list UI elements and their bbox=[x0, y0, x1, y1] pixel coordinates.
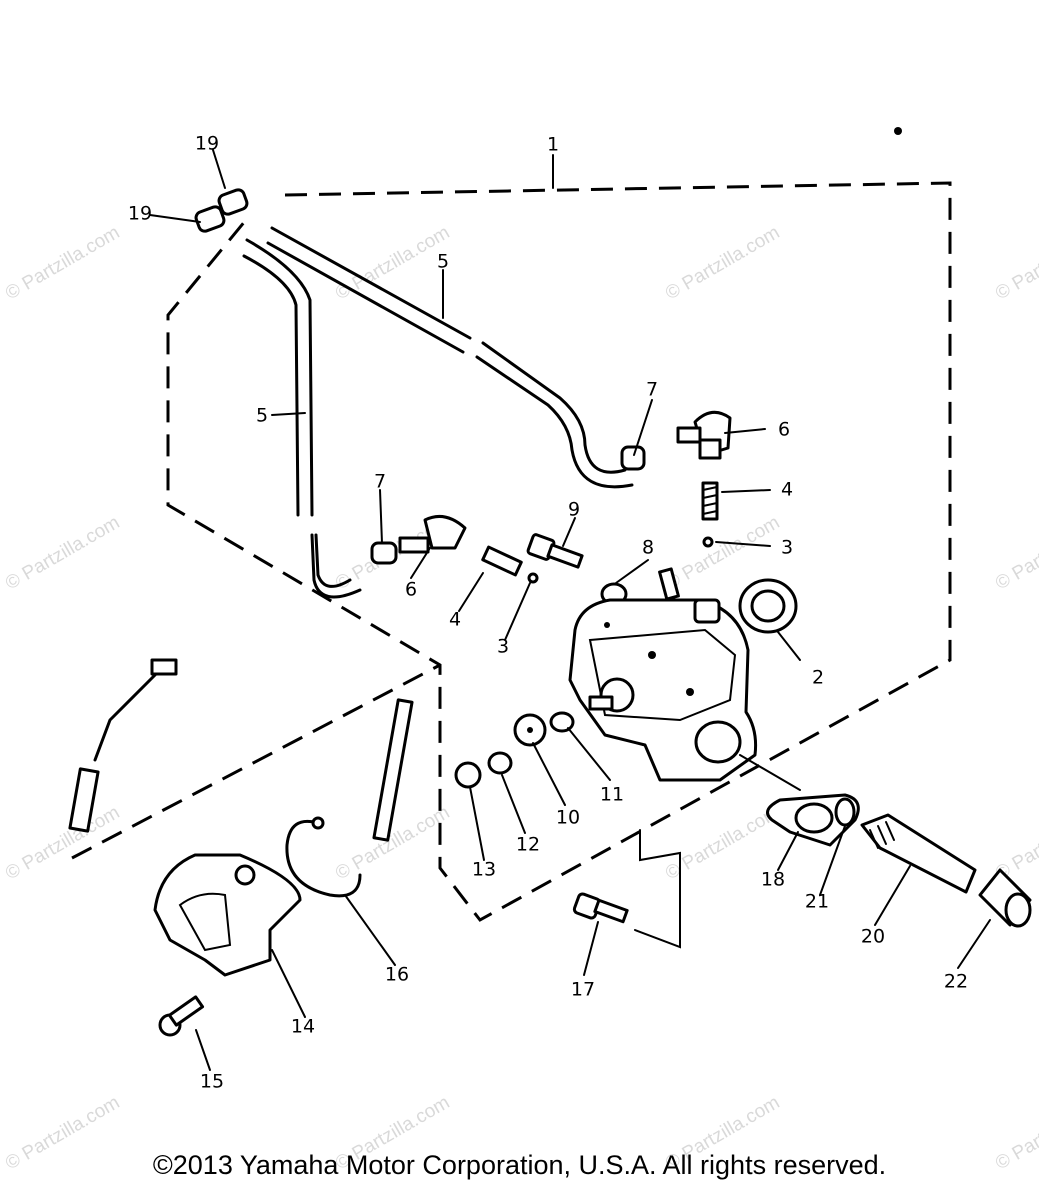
spring-4-right bbox=[701, 481, 719, 521]
ball-3-right bbox=[702, 536, 714, 548]
callout-11: 11 bbox=[600, 784, 624, 806]
callout-17: 17 bbox=[571, 979, 595, 1001]
nut-13 bbox=[454, 761, 482, 789]
washer-11 bbox=[549, 711, 575, 733]
callout-16: 16 bbox=[385, 964, 409, 986]
callout-3-right: 3 bbox=[781, 537, 793, 559]
pin-16 bbox=[372, 698, 414, 842]
circlip-16-eye bbox=[311, 816, 325, 830]
sleeve-22 bbox=[978, 868, 1032, 928]
callout-18: 18 bbox=[761, 869, 785, 891]
watermark: © Partzilla.com bbox=[2, 512, 123, 594]
callout-21: 21 bbox=[805, 891, 829, 913]
ball-3-left bbox=[527, 572, 539, 584]
callout-labels: 1 2 3 3 4 4 5 5 6 6 7 7 8 9 10 11 12 13 … bbox=[128, 133, 968, 1093]
group-bracket-17 bbox=[634, 829, 681, 949]
callout-1: 1 bbox=[547, 134, 559, 156]
watermark: © Partzilla.com bbox=[992, 222, 1039, 304]
spring-4-left bbox=[481, 545, 523, 577]
callout-7-right: 7 bbox=[646, 379, 658, 401]
assembly-boundary-lower bbox=[71, 663, 441, 860]
callout-22: 22 bbox=[944, 971, 968, 993]
callout-20: 20 bbox=[861, 926, 885, 948]
copyright-notice: ©2013 Yamaha Motor Corporation, U.S.A. A… bbox=[152, 1150, 887, 1180]
callout-19-lower: 19 bbox=[128, 203, 152, 225]
callout-6-right: 6 bbox=[778, 419, 790, 441]
assembly-boundary bbox=[166, 181, 952, 922]
clamp-7-left bbox=[370, 541, 398, 565]
callout-13: 13 bbox=[472, 859, 496, 881]
callout-19-upper: 19 bbox=[195, 133, 219, 155]
washer-21 bbox=[834, 797, 856, 827]
sleeve-19-upper bbox=[217, 188, 249, 216]
callout-3-left: 3 bbox=[497, 636, 509, 658]
watermark: © Partzilla.com bbox=[332, 222, 453, 304]
callout-6-left: 6 bbox=[405, 579, 417, 601]
sleeve-19-lower bbox=[194, 205, 226, 233]
callout-14: 14 bbox=[291, 1016, 315, 1038]
callout-15: 15 bbox=[200, 1071, 224, 1093]
callout-9: 9 bbox=[568, 499, 580, 521]
watermark: © Partzilla.com bbox=[2, 802, 123, 884]
callout-10: 10 bbox=[556, 807, 580, 829]
callout-7-left: 7 bbox=[374, 471, 386, 493]
callout-4-left: 4 bbox=[449, 609, 461, 631]
bolt-15 bbox=[158, 995, 205, 1037]
watermark: © Partzilla.com bbox=[992, 512, 1039, 594]
control-cable bbox=[68, 658, 178, 833]
callout-5-left: 5 bbox=[256, 405, 268, 427]
oil-pump-body bbox=[568, 567, 758, 782]
fitting-6-left bbox=[398, 514, 467, 554]
callout-2: 2 bbox=[812, 667, 824, 689]
oil-hose-upper bbox=[266, 226, 634, 489]
callout-8: 8 bbox=[642, 537, 654, 559]
washer-10-hole bbox=[527, 727, 533, 733]
fitting-6-right bbox=[676, 410, 732, 460]
dot-mark bbox=[894, 127, 902, 135]
oil-seal-2 bbox=[738, 578, 798, 634]
bolt-17 bbox=[572, 892, 629, 924]
leader-lines bbox=[149, 149, 991, 1071]
callout-12: 12 bbox=[516, 834, 540, 856]
oil-hose-left bbox=[242, 238, 362, 599]
callout-5-upper: 5 bbox=[437, 251, 449, 273]
clamp-7-right bbox=[620, 445, 646, 471]
drive-shaft-20 bbox=[860, 813, 977, 894]
pump-cover-14 bbox=[153, 853, 302, 977]
callout-4-right: 4 bbox=[781, 479, 793, 501]
circlip-16 bbox=[285, 819, 362, 898]
bolt-9 bbox=[526, 533, 584, 569]
watermark: © Partzilla.com bbox=[2, 222, 123, 304]
watermark: © Partzilla.com bbox=[662, 222, 783, 304]
washer-12 bbox=[487, 751, 513, 775]
watermark-layer: © Partzilla.com © Partzilla.com © Partzi… bbox=[2, 222, 1039, 1174]
